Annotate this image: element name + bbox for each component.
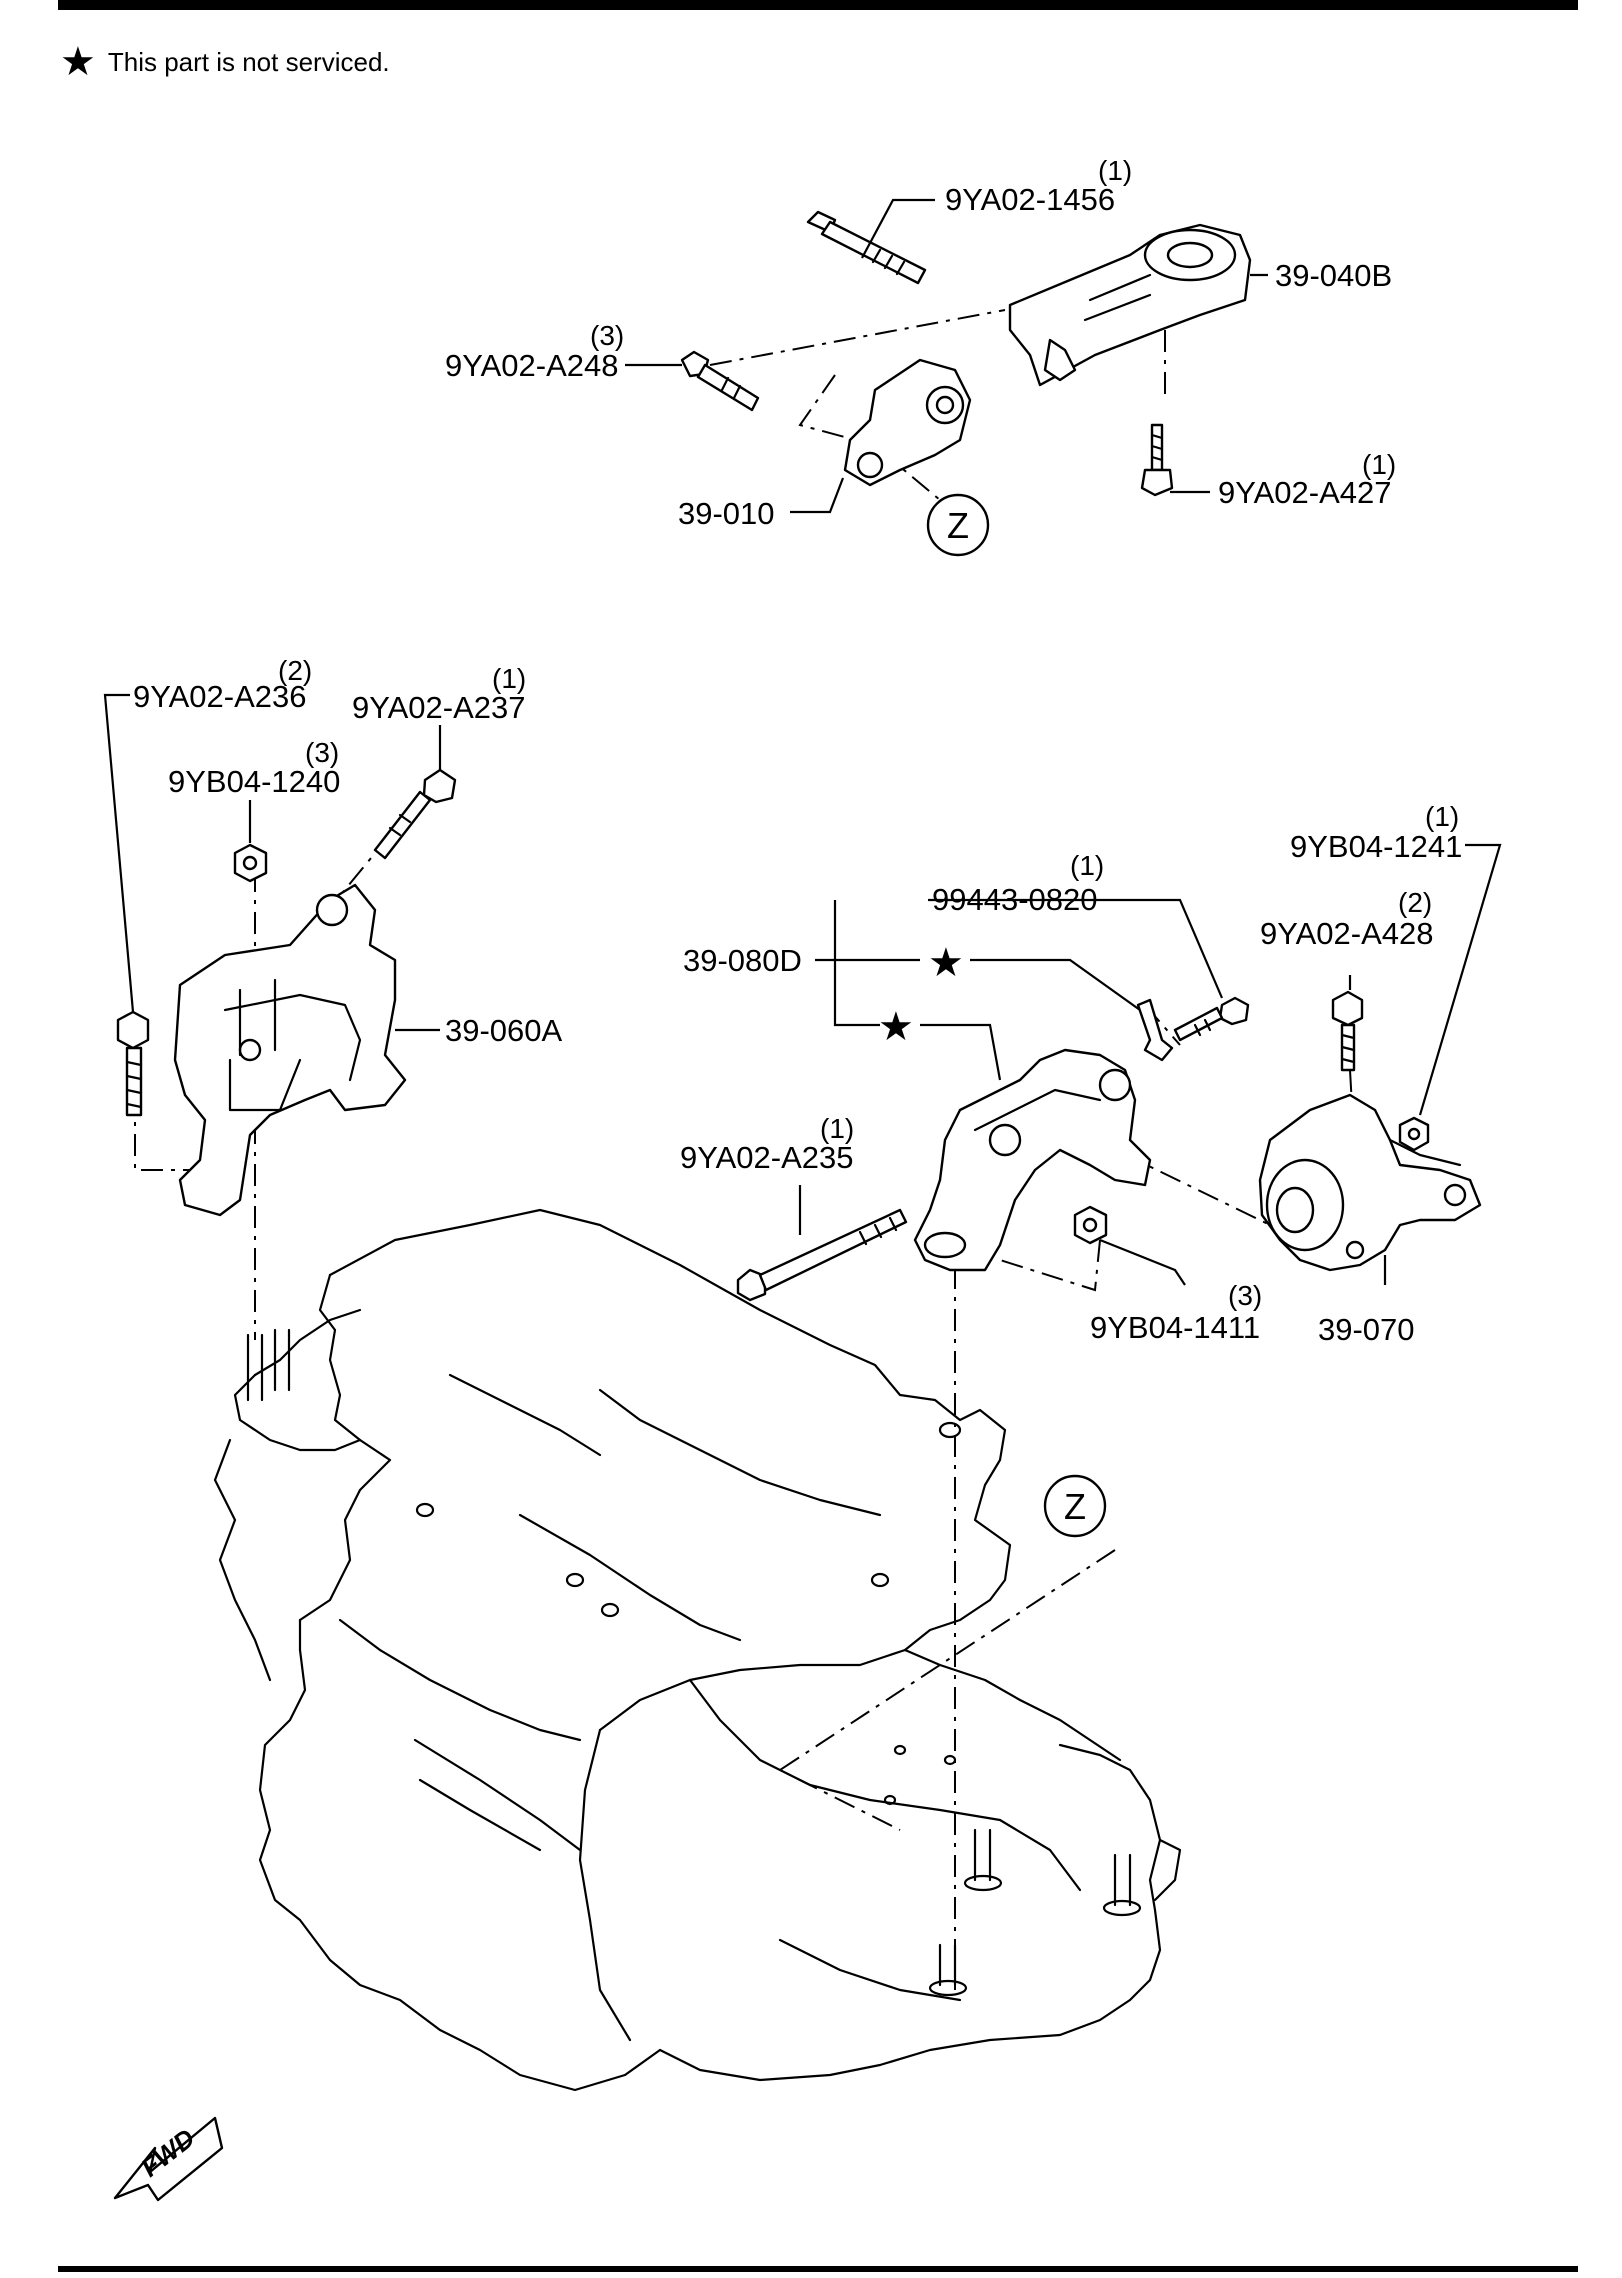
qty-9ya02-a235: (1)	[820, 1113, 854, 1144]
clip-39-080d-small[interactable]	[1136, 998, 1174, 1062]
star-marker-upper: ★	[928, 941, 964, 985]
part-number-9yb04-1411: 9YB04-1411	[1090, 1310, 1260, 1345]
part-number-9ya02-a237: 9YA02-A237	[352, 690, 526, 725]
bolt-9ya02-a237[interactable]	[373, 768, 457, 860]
part-number-9yb04-1241: 9YB04-1241	[1290, 829, 1462, 864]
nut-9yb04-1411[interactable]	[1073, 1205, 1108, 1245]
callout-9ya02-1456: (1) 9YA02-1456	[945, 155, 1132, 217]
qty-9ya02-a237: (1)	[492, 663, 526, 694]
nut-9yb04-1240[interactable]	[233, 843, 268, 883]
qty-9yb04-1411: (3)	[1228, 1280, 1262, 1311]
bolt-9ya02-a235[interactable]	[736, 1208, 908, 1302]
qty-9yb04-1240: (3)	[305, 737, 339, 768]
part-number-39-010: 39-010	[678, 496, 775, 531]
qty-9ya02-1456: (1)	[1098, 155, 1132, 186]
leader-lines	[103, 198, 1502, 1286]
ref-z-lower-label: Z	[1064, 1486, 1086, 1527]
part-number-99443-0820: 99443-0820	[932, 882, 1098, 917]
not-serviced-note: ★ This part is not serviced.	[60, 42, 390, 82]
part-number-39-060a: 39-060A	[445, 1013, 563, 1048]
bottom-border	[58, 2266, 1578, 2272]
qty-9ya02-a428: (2)	[1398, 887, 1432, 918]
mount-39-060a[interactable]	[173, 883, 407, 1217]
callout-9yb04-1411: (3) 9YB04-1411	[1090, 1280, 1262, 1345]
bolt-99443-0820[interactable]	[1173, 996, 1250, 1042]
callout-9ya02-a237: (1) 9YA02-A237	[352, 663, 526, 725]
part-number-39-040b: 39-040B	[1275, 258, 1392, 293]
part-number-9ya02-a248: 9YA02-A248	[445, 348, 619, 383]
qty-9ya02-a248: (3)	[590, 320, 624, 351]
engine-transaxle-outline	[213, 1208, 1182, 2092]
callout-99443-0820: (1) 99443-0820	[932, 850, 1104, 917]
bolt-9ya02-a236[interactable]	[116, 1010, 150, 1117]
qty-9yb04-1241: (1)	[1425, 801, 1459, 832]
part-number-9ya02-a236: 9YA02-A236	[133, 679, 307, 714]
part-number-39-080d: 39-080D	[683, 943, 802, 978]
callout-9ya02-a248: (3) 9YA02-A248	[445, 320, 624, 383]
nut-9yb04-1241[interactable]	[1398, 1116, 1430, 1152]
bracket-39-010[interactable]	[843, 358, 972, 487]
callout-9ya02-a428: (2) 9YA02-A428	[1260, 887, 1434, 951]
qty-9ya02-a427: (1)	[1362, 449, 1396, 480]
star-marker-lower: ★	[878, 1005, 914, 1049]
bolt-9ya02-a248[interactable]	[680, 350, 760, 412]
note-text: This part is not serviced.	[107, 46, 390, 77]
part-number-9ya02-a235: 9YA02-A235	[680, 1140, 854, 1175]
part-number-9ya02-a427: 9YA02-A427	[1218, 475, 1392, 510]
reference-marker-z-upper: Z	[926, 493, 990, 557]
callout-9ya02-a235: (1) 9YA02-A235	[680, 1113, 854, 1175]
top-border	[58, 0, 1578, 10]
part-number-9yb04-1240: 9YB04-1240	[168, 764, 340, 799]
bolt-9ya02-a428[interactable]	[1331, 990, 1364, 1072]
mount-39-070[interactable]	[1258, 1093, 1482, 1272]
callout-9yb04-1241: (1) 9YB04-1241	[1290, 801, 1462, 864]
qty-9ya02-a236: (2)	[278, 655, 312, 686]
qty-99443-0820: (1)	[1070, 850, 1104, 881]
callout-9yb04-1240: (3) 9YB04-1240	[168, 737, 340, 799]
mount-39-040b[interactable]	[1008, 223, 1252, 387]
callout-9ya02-a236: (2) 9YA02-A236	[133, 655, 312, 714]
ref-z-upper-label: Z	[947, 505, 969, 546]
bolt-9ya02-1456[interactable]	[806, 210, 927, 285]
part-number-9ya02-a428: 9YA02-A428	[1260, 916, 1434, 951]
part-number-9ya02-1456: 9YA02-1456	[945, 182, 1115, 217]
star-icon: ★	[60, 40, 96, 84]
part-number-39-070: 39-070	[1318, 1312, 1415, 1347]
bracket-39-080d[interactable]	[913, 1048, 1152, 1272]
bolt-9ya02-a427[interactable]	[1140, 423, 1174, 497]
reference-marker-z-lower: Z	[1043, 1474, 1107, 1538]
fwd-direction-arrow: FWD	[113, 2116, 224, 2202]
callout-9ya02-a427: (1) 9YA02-A427	[1218, 449, 1396, 510]
